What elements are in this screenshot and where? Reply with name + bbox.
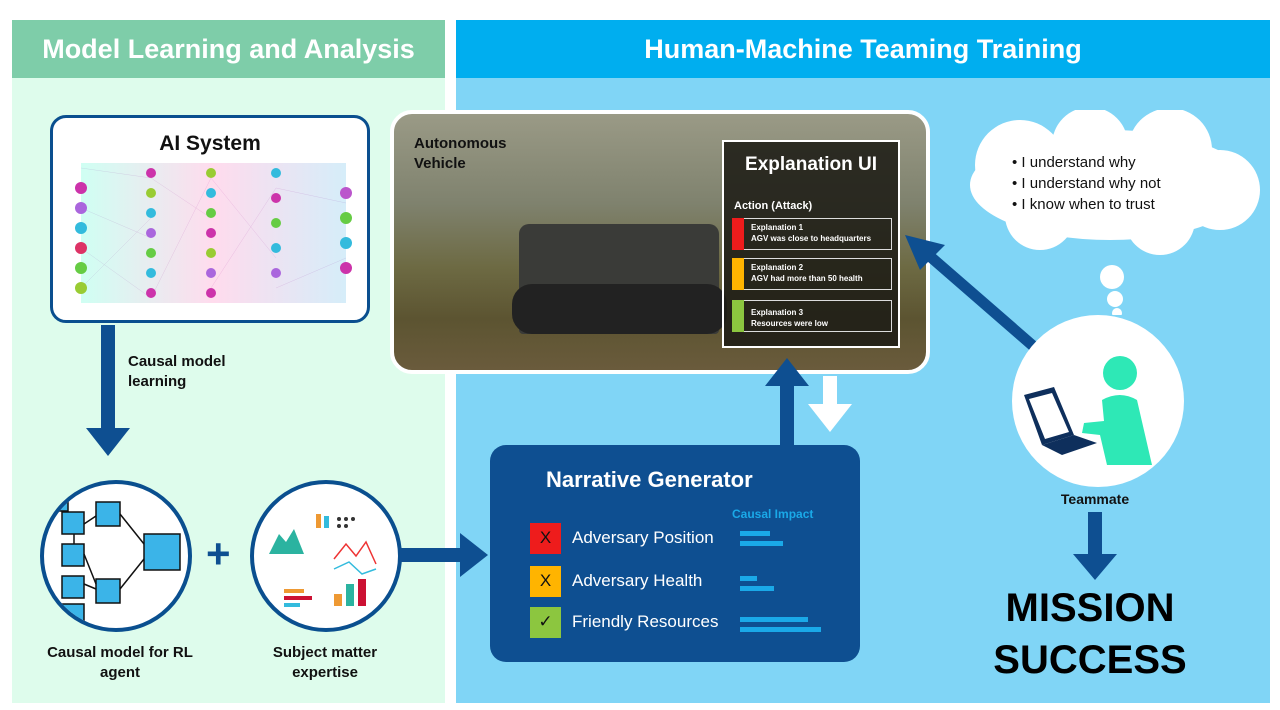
- explanation-text: Resources were low: [751, 319, 828, 328]
- right-panel-title: Human-Machine Teaming Training: [456, 20, 1270, 78]
- causal-model-circle: [40, 480, 192, 632]
- arrow-head: [808, 404, 852, 432]
- narrative-generator-box: Narrative Generator Causal Impact X Adver…: [490, 445, 860, 662]
- explanation-ui-title: Explanation UI: [745, 154, 877, 175]
- neural-network-icon: [75, 163, 352, 303]
- arrow-head: [460, 533, 488, 577]
- arrow-down-white: [823, 376, 837, 406]
- causal-impact-label: Causal Impact: [732, 507, 814, 521]
- action-label: Action (Attack): [734, 200, 813, 212]
- arrow-head: [765, 358, 809, 386]
- explanation-row-2: Explanation 2 AGV had more than 50 health: [732, 258, 892, 290]
- arrow-up: [780, 385, 794, 445]
- mission-success: MISSION SUCCESS: [980, 582, 1200, 686]
- thought-cloud: [970, 110, 1260, 315]
- sme-circle: [250, 480, 402, 632]
- left-panel-title: Model Learning and Analysis: [12, 20, 445, 78]
- causal-graph-icon: [45, 488, 181, 627]
- impact-bar: [740, 586, 774, 591]
- teammate-circle: [1012, 315, 1184, 487]
- factor-label: Adversary Health: [572, 571, 703, 590]
- explanation-text: AGV had more than 50 health: [751, 274, 863, 283]
- person-at-laptop-icon: [1024, 356, 1152, 465]
- sme-label: Subject matter expertise: [272, 644, 378, 681]
- explanation-title: Explanation 1: [751, 223, 804, 232]
- vehicle-tracks: [512, 284, 727, 334]
- narrative-title: Narrative Generator: [546, 467, 753, 492]
- plus-sign: +: [206, 530, 231, 577]
- factor-label: Friendly Resources: [572, 612, 719, 631]
- explanation-title: Explanation 3: [751, 308, 804, 317]
- x-mark-icon: X: [530, 565, 561, 597]
- narrative-item: X Adversary Health: [530, 565, 702, 597]
- impact-bar: [740, 627, 821, 632]
- explanation-row-1: Explanation 1 AGV was close to headquarte…: [732, 218, 892, 250]
- impact-bar: [740, 576, 757, 581]
- vehicle-label: Autonomous Vehicle: [414, 135, 507, 172]
- narrative-item: ✓ Friendly Resources: [530, 606, 718, 638]
- arrow-head: [86, 428, 130, 456]
- arrow-down: [101, 325, 115, 430]
- arrow-down: [1088, 512, 1102, 557]
- thought-item: • I understand why not: [1012, 175, 1161, 192]
- thought-item: • I understand why: [1012, 154, 1136, 171]
- explanation-ui-panel: Explanation UI Action (Attack) Explanati…: [722, 140, 900, 348]
- thought-item: • I know when to trust: [1012, 196, 1155, 213]
- ai-system-title: AI System: [159, 132, 261, 155]
- impact-bar: [740, 531, 770, 536]
- causal-model-label: Causal model for RL agent: [47, 644, 193, 681]
- check-mark-icon: ✓: [530, 606, 561, 638]
- factor-label: Adversary Position: [572, 528, 714, 547]
- narrative-item: X Adversary Position: [530, 522, 714, 554]
- ai-system-box: AI System: [50, 115, 370, 323]
- impact-bar: [740, 617, 808, 622]
- mission-text: MISSION: [1005, 586, 1175, 630]
- thought-list: • I understand why • I understand why no…: [1012, 152, 1161, 215]
- explanation-title: Explanation 2: [751, 263, 804, 272]
- impact-bar: [740, 541, 783, 546]
- success-text: SUCCESS: [993, 638, 1187, 682]
- causal-learning-label: Causal model learning: [128, 353, 226, 390]
- x-mark-icon: X: [530, 522, 561, 554]
- explanation-row-3: Explanation 3 Resources were low: [732, 300, 892, 332]
- explanation-text: AGV was close to headquarters: [751, 234, 872, 243]
- charts-icon: [269, 514, 377, 607]
- arrow-right: [400, 548, 462, 562]
- arrow-head: [1073, 554, 1117, 580]
- teammate-label: Teammate: [1060, 491, 1130, 507]
